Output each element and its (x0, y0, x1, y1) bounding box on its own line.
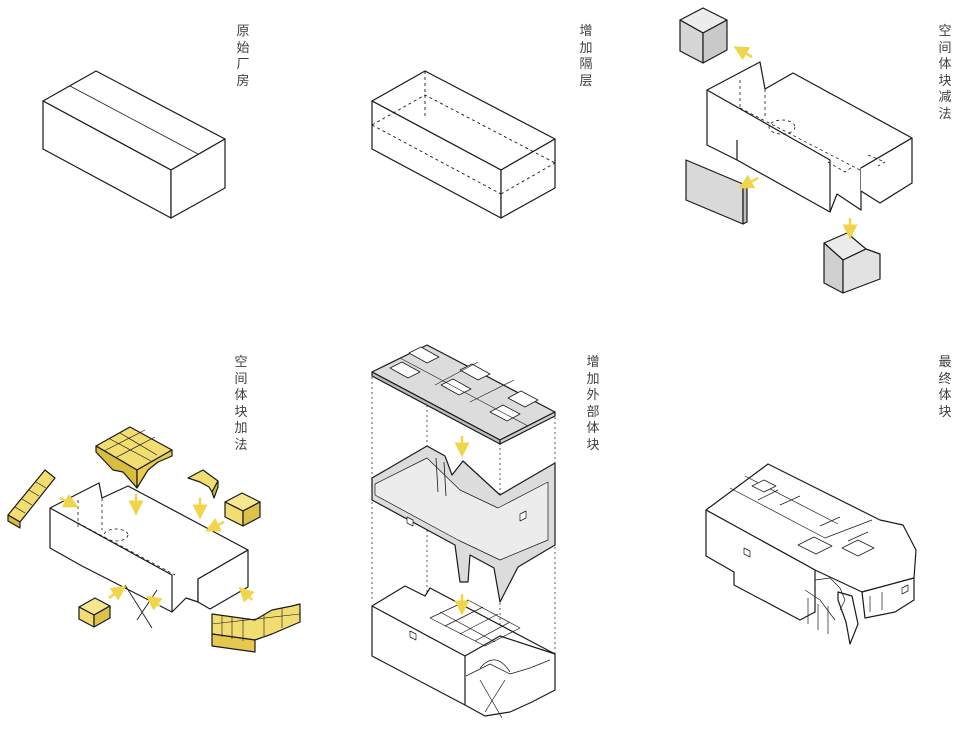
step-external-volumes (371, 344, 556, 719)
added-canopy-element (95, 426, 173, 489)
subtract-right-face (860, 137, 913, 204)
step-original-building (42, 70, 226, 219)
final-facade-detail (729, 475, 909, 634)
step-final-massing (705, 463, 917, 645)
subtract-arrows (733, 46, 858, 240)
add-main-right (197, 549, 249, 610)
added-cube-right (224, 492, 261, 527)
label-external-volumes: 增加外部体块 (586, 355, 600, 453)
removed-block-bottom (823, 232, 881, 294)
label-add-mezzanine: 增加隔层 (579, 24, 593, 89)
final-roof (705, 463, 917, 593)
final-column (837, 591, 859, 645)
final-left-face (705, 509, 816, 621)
exploded-shell (371, 445, 556, 603)
step-addition (7, 426, 301, 653)
step-mezzanine (371, 70, 556, 219)
subtract-dashed-lines (739, 80, 886, 173)
label-volume-subtraction: 空间体块减法 (938, 24, 952, 122)
mezzanine-floor-dashed (371, 71, 556, 195)
subtract-main-outline (706, 89, 831, 212)
exploded-base (371, 585, 556, 719)
label-volume-addition: 空间体块加法 (234, 355, 248, 453)
original-ridge-line (69, 85, 199, 155)
added-stair-element (7, 469, 56, 529)
added-cube-left (78, 597, 111, 628)
original-right-face (170, 138, 226, 219)
final-right-face (861, 577, 915, 619)
added-facade-panel (211, 603, 301, 653)
addition-arrows (59, 493, 255, 611)
step-subtraction (679, 7, 913, 294)
added-bracket-element (187, 469, 219, 499)
exploded-roof (371, 344, 556, 445)
label-original-factory: 原始厂房 (236, 24, 250, 89)
label-final-massing: 最终体块 (938, 355, 952, 420)
add-dashed-lines (77, 498, 176, 576)
removed-cube-top (679, 7, 728, 64)
removed-panel-left (685, 159, 748, 225)
